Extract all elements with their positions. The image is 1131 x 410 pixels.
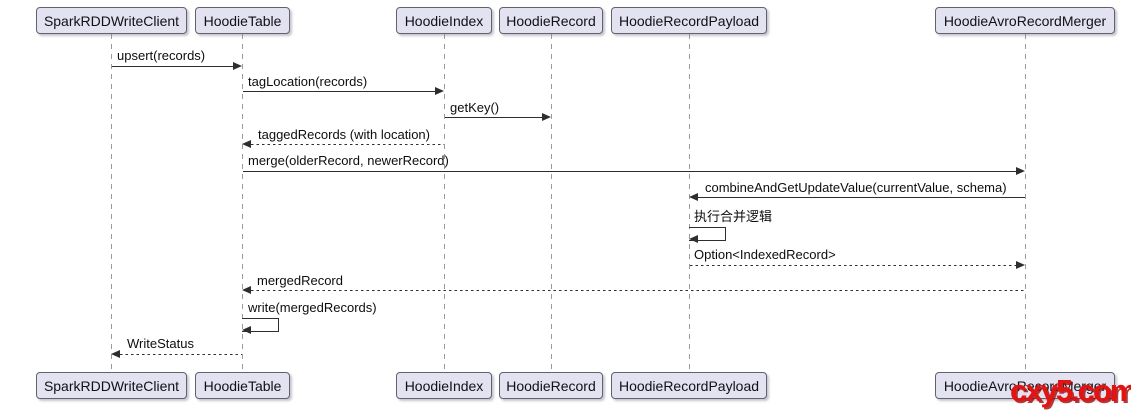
message-arrow-writestatus bbox=[120, 354, 242, 356]
arrowhead-right-icon bbox=[1016, 167, 1025, 175]
message-arrow-taglocation bbox=[243, 91, 435, 93]
arrowhead-right-icon bbox=[435, 87, 444, 95]
message-label-option-indexedrecord: Option<IndexedRecord> bbox=[694, 247, 836, 262]
participant-top-hoodietable: HoodieTable bbox=[195, 7, 290, 34]
participant-top-hoodierecordpayload: HoodieRecordPayload bbox=[611, 7, 767, 34]
participant-top-hoodieavrorecordmerger: HoodieAvroRecordMerger bbox=[935, 7, 1115, 34]
message-arrow-mergedrecord bbox=[251, 290, 1025, 292]
participant-bottom-hoodierecordpayload: HoodieRecordPayload bbox=[611, 372, 767, 399]
lifeline-hoodietable bbox=[242, 34, 243, 372]
message-label-getkey: getKey() bbox=[450, 100, 500, 115]
message-label-merge: merge(olderRecord, newerRecord) bbox=[248, 153, 449, 168]
participant-bottom-hoodieindex: HoodieIndex bbox=[396, 372, 492, 399]
participant-bottom-hoodietable: HoodieTable bbox=[195, 372, 290, 399]
arrowhead-left-icon bbox=[242, 326, 251, 334]
message-arrow-getkey bbox=[445, 117, 542, 119]
message-arrow-option-indexedrecord bbox=[690, 265, 1016, 267]
watermark-text: cxy5.com bbox=[1010, 373, 1131, 408]
message-label-taggedrecords: taggedRecords (with location) bbox=[258, 127, 430, 142]
participant-top-hoodierecord: HoodieRecord bbox=[499, 7, 603, 34]
arrowhead-left-icon bbox=[242, 140, 251, 148]
arrowhead-right-icon bbox=[542, 113, 551, 121]
message-label-combineandgetupdatevalue: combineAndGetUpdateValue(currentValue, s… bbox=[705, 180, 1007, 195]
message-arrow-combineandgetupdatevalue bbox=[698, 197, 1025, 199]
message-label-upsert: upsert(records) bbox=[117, 48, 206, 63]
arrowhead-left-icon bbox=[689, 193, 698, 201]
arrowhead-left-icon bbox=[242, 286, 251, 294]
participant-bottom-hoodierecord: HoodieRecord bbox=[499, 372, 603, 399]
message-arrow-taggedrecords bbox=[251, 144, 444, 146]
message-arrow-upsert bbox=[112, 66, 234, 68]
arrowhead-right-icon bbox=[1016, 261, 1025, 269]
lifeline-hoodierecordpayload bbox=[689, 34, 690, 372]
message-label-taglocation: tagLocation(records) bbox=[248, 74, 368, 89]
lifeline-hoodierecord bbox=[551, 34, 552, 372]
message-label-mergedrecord: mergedRecord bbox=[257, 273, 343, 288]
participant-top-sparkrddwriteclient: SparkRDDWriteClient bbox=[36, 7, 187, 34]
participant-bottom-hoodieavrorecordmerger: HoodieAvroRecordMerger bbox=[935, 372, 1115, 399]
arrowhead-left-icon bbox=[689, 235, 698, 243]
self-message-loop bbox=[242, 318, 279, 332]
message-label-write: write(mergedRecords) bbox=[248, 300, 377, 315]
arrowhead-right-icon bbox=[233, 62, 242, 70]
lifeline-hoodieindex bbox=[444, 34, 445, 372]
participant-top-hoodieindex: HoodieIndex bbox=[396, 7, 492, 34]
lifeline-sparkrddwriteclient bbox=[111, 34, 112, 372]
arrowhead-left-icon bbox=[111, 350, 120, 358]
message-arrow-merge bbox=[243, 171, 1016, 173]
lifeline-hoodieavrorecordmerger bbox=[1025, 34, 1026, 372]
message-label-execute-merge-logic: 执行合并逻辑 bbox=[694, 209, 773, 224]
message-label-writestatus: WriteStatus bbox=[127, 336, 194, 351]
participant-bottom-sparkrddwriteclient: SparkRDDWriteClient bbox=[36, 372, 187, 399]
self-message-loop bbox=[689, 227, 726, 241]
